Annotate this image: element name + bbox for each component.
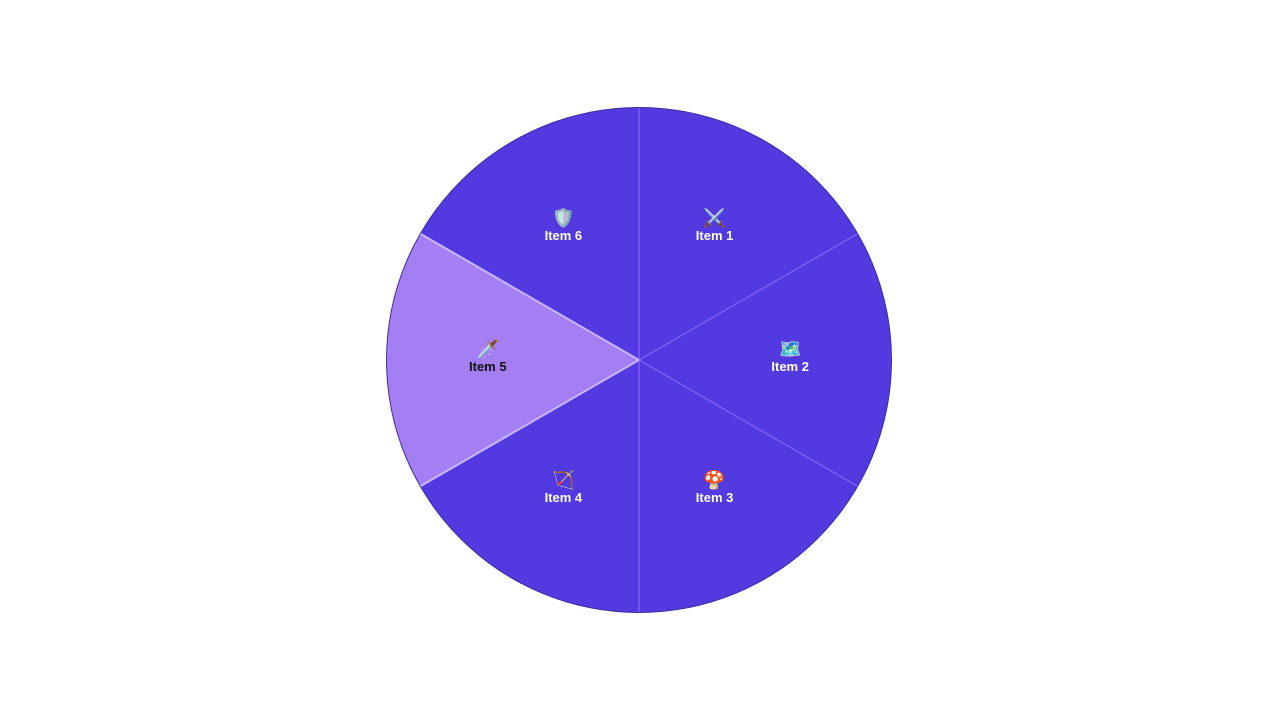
wheel-item-6[interactable] <box>420 108 639 360</box>
wheel-item-4[interactable] <box>420 360 639 612</box>
wheel-item-2[interactable] <box>639 234 892 486</box>
wheel-item-3[interactable] <box>639 360 858 612</box>
selected-wedge-edge <box>420 359 640 487</box>
wheel-divider <box>638 359 858 487</box>
wheel-divider <box>638 233 858 361</box>
selected-wedge-edge <box>420 233 640 361</box>
wheel-item-5-selected[interactable] <box>386 234 639 486</box>
wheel-item-1[interactable] <box>639 107 858 360</box>
